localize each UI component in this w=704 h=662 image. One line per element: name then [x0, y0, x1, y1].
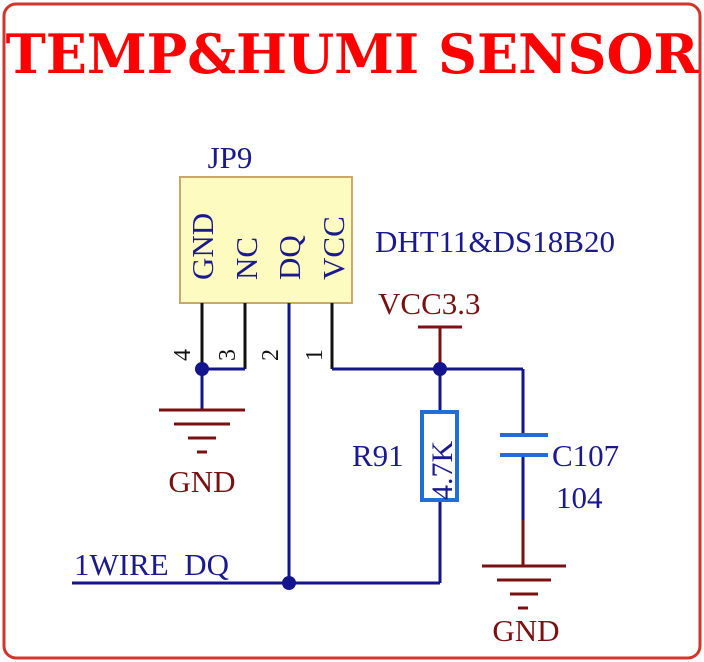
pin-name-gnd: GND	[185, 213, 220, 280]
ground-label-left: GND	[168, 464, 235, 499]
junction-vcc	[433, 362, 447, 376]
capacitor-value: 104	[556, 480, 603, 515]
pin-number-1: 1	[302, 349, 328, 361]
schematic-title: TEMP&HUMI SENSOR	[6, 22, 700, 86]
net-label-1wire-dq: 1WIRE DQ	[74, 547, 229, 582]
pin-number-4: 4	[170, 349, 196, 361]
part-number-label: DHT11&DS18B20	[375, 224, 615, 259]
connector-designator: JP9	[208, 140, 253, 175]
capacitor-designator: C107	[552, 438, 619, 473]
pin-name-dq: DQ	[272, 235, 307, 280]
pin-name-nc: NC	[229, 237, 264, 280]
ground-label-right: GND	[492, 613, 559, 648]
pin-number-2: 2	[258, 349, 284, 361]
ground-symbol-left	[159, 408, 245, 454]
resistor-r91-body	[420, 410, 459, 502]
resistor-value: 4.7K	[426, 441, 459, 501]
pin-name-vcc: VCC	[316, 216, 351, 280]
power-net-label: VCC3.3	[378, 286, 481, 321]
connector-body	[179, 176, 353, 304]
junction-gnd	[195, 362, 209, 376]
resistor-designator: R91	[352, 438, 404, 473]
junction-dq	[282, 576, 296, 590]
pin-number-3: 3	[215, 349, 241, 361]
ground-symbol-right	[482, 520, 566, 610]
